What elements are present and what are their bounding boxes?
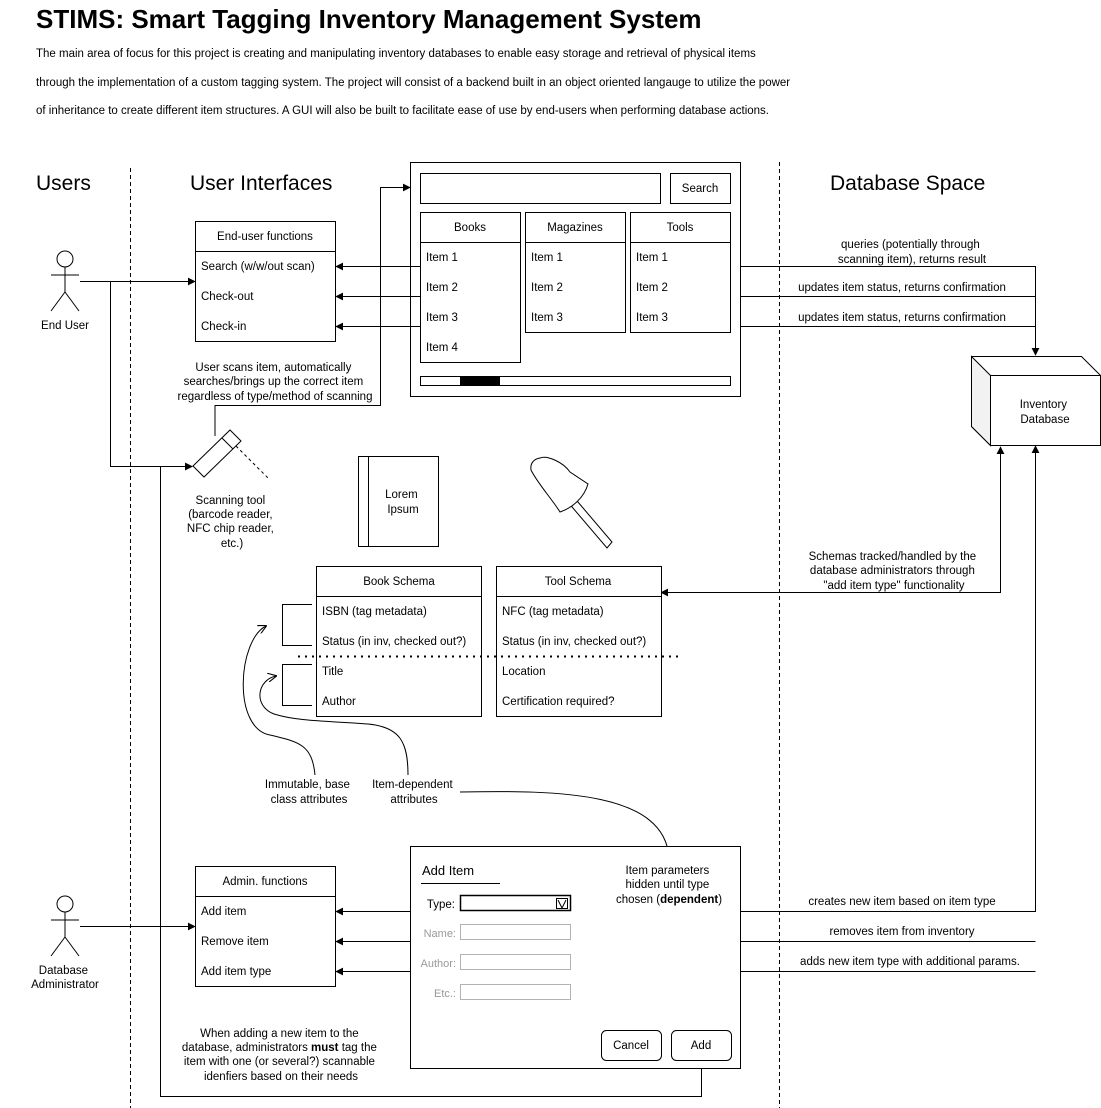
admin-functions-panel: Admin. functions Add item Remove item Ad…	[195, 866, 336, 987]
column-title: Tools	[667, 222, 694, 234]
query-flow-label: queries (potentially through scanning it…	[838, 239, 987, 266]
horizontal-scrollbar[interactable]	[420, 376, 731, 386]
remove-flow-label: removes item from inventory	[829, 926, 974, 938]
add-flow-label: creates new item based on item type	[808, 896, 995, 908]
cancel-button[interactable]	[601, 1030, 662, 1061]
annotation-arrows	[242, 626, 669, 858]
author-field-label: Author:	[421, 958, 456, 970]
schema-attribute: Location	[502, 666, 545, 678]
connectors	[80, 183, 1040, 1097]
book-icon-label: Lorem Ipsum	[385, 489, 421, 516]
book-schema: Book Schema ISBN (tag metadata) Status (…	[316, 566, 482, 717]
etc-field-label: Etc.:	[434, 988, 456, 1000]
schema-note: Schemas tracked/handled by the database …	[809, 551, 980, 592]
scanner-label: Scanning tool (barcode reader, NFC chip …	[187, 495, 277, 550]
checkout-flow-label: updates item status, returns confirmatio…	[798, 282, 1006, 294]
list-item[interactable]: Item 4	[426, 342, 459, 354]
list-item[interactable]: Item 2	[636, 282, 668, 294]
add-item-dialog: Add Item Type: Name: Author: Etc.: Item …	[410, 846, 741, 1069]
type-field-label: Type:	[427, 899, 455, 911]
list-item[interactable]: Item 3	[531, 312, 563, 324]
scan-note: User scans item, automatically searches/…	[178, 362, 373, 403]
list-item[interactable]: Item 2	[531, 282, 563, 294]
schema-attribute: NFC (tag metadata)	[502, 606, 604, 618]
db-admin-label: Database Administrator	[31, 965, 99, 991]
add-button-label: Add	[691, 1040, 711, 1052]
name-field-label: Name:	[424, 928, 456, 940]
cancel-button-label: Cancel	[613, 1040, 649, 1052]
search-button[interactable]	[670, 173, 731, 204]
end-user-functions-panel: End-user functions Search (w/w/out scan)…	[195, 221, 336, 342]
author-field[interactable]	[460, 954, 571, 970]
function-add-item[interactable]: Add item	[201, 906, 246, 918]
function-search[interactable]: Search (w/w/out scan)	[201, 261, 315, 273]
immutable-attributes-note: Immutable, base class attributes	[265, 779, 353, 806]
schema-attribute: ISBN (tag metadata)	[322, 606, 427, 618]
end-user-label: End User	[41, 320, 89, 332]
tool-schema: Tool Schema NFC (tag metadata) Status (i…	[496, 566, 662, 717]
list-item[interactable]: Item 3	[426, 312, 458, 324]
function-remove-item[interactable]: Remove item	[201, 936, 269, 948]
add-item-title: Add Item	[422, 863, 474, 878]
schema-attribute: Status (in inv, checked out?)	[502, 636, 646, 648]
list-item[interactable]: Item 3	[636, 312, 668, 324]
type-hint: Item parameters hidden until type chosen…	[616, 865, 722, 906]
inventory-database: Inventory Database	[971, 355, 1101, 447]
column-title: Magazines	[547, 222, 603, 234]
schema-attribute: Status (in inv, checked out?)	[322, 636, 466, 648]
etc-field[interactable]	[460, 984, 571, 1000]
lane-header-interfaces: User Interfaces	[190, 172, 332, 195]
attribute-brackets	[282, 604, 312, 706]
list-item[interactable]: Item 1	[636, 252, 668, 264]
name-field[interactable]	[460, 924, 571, 940]
end-user-actor	[50, 250, 80, 312]
schema-attribute: Certification required?	[502, 696, 615, 708]
addtype-flow-label: adds new item type with additional param…	[800, 956, 1020, 968]
list-item[interactable]: Item 1	[426, 252, 458, 264]
page-title: STIMS: Smart Tagging Inventory Managemen…	[36, 4, 702, 34]
barcode-scanner-icon	[192, 429, 269, 479]
dependent-attributes-note: Item-dependent attributes	[372, 779, 456, 806]
search-button-label: Search	[682, 183, 718, 195]
intro-paragraph: The main area of focus for this project …	[36, 48, 791, 117]
function-check-out[interactable]: Check-out	[201, 291, 254, 303]
list-item[interactable]: Item 1	[531, 252, 563, 264]
chevron-down-icon[interactable]	[556, 898, 568, 910]
magazines-column: Magazines Item 1 Item 2 Item 3	[525, 212, 626, 333]
function-check-in[interactable]: Check-in	[201, 321, 246, 333]
search-ui-mockup: Search Books Item 1 Item 2 Item 3 Item 4…	[410, 162, 741, 397]
add-button[interactable]	[671, 1030, 732, 1061]
function-add-item-type[interactable]: Add item type	[201, 966, 271, 978]
lane-header-database: Database Space	[830, 172, 985, 195]
checkin-flow-label: updates item status, returns confirmatio…	[798, 312, 1006, 324]
book-icon: Lorem Ipsum	[358, 456, 439, 547]
type-select[interactable]	[459, 894, 572, 912]
end-user-functions-title: End-user functions	[217, 231, 313, 243]
shovel-icon	[530, 456, 613, 549]
scrollbar-thumb[interactable]	[460, 377, 500, 385]
schema-attribute: Author	[322, 696, 356, 708]
list-item[interactable]: Item 2	[426, 282, 458, 294]
tool-schema-title: Tool Schema	[545, 576, 612, 588]
lane-header-users: Users	[36, 172, 91, 195]
admin-note: When adding a new item to the database, …	[182, 1028, 380, 1083]
search-input[interactable]	[420, 173, 661, 204]
books-column: Books Item 1 Item 2 Item 3 Item 4	[420, 212, 521, 363]
inventory-database-label: Inventory Database	[1020, 399, 1071, 426]
column-title: Books	[454, 222, 486, 234]
schema-attribute: Title	[322, 666, 343, 678]
db-admin-actor	[50, 895, 80, 957]
admin-functions-title: Admin. functions	[222, 876, 307, 888]
tools-column: Tools Item 1 Item 2 Item 3	[630, 212, 731, 333]
book-schema-title: Book Schema	[363, 576, 435, 588]
